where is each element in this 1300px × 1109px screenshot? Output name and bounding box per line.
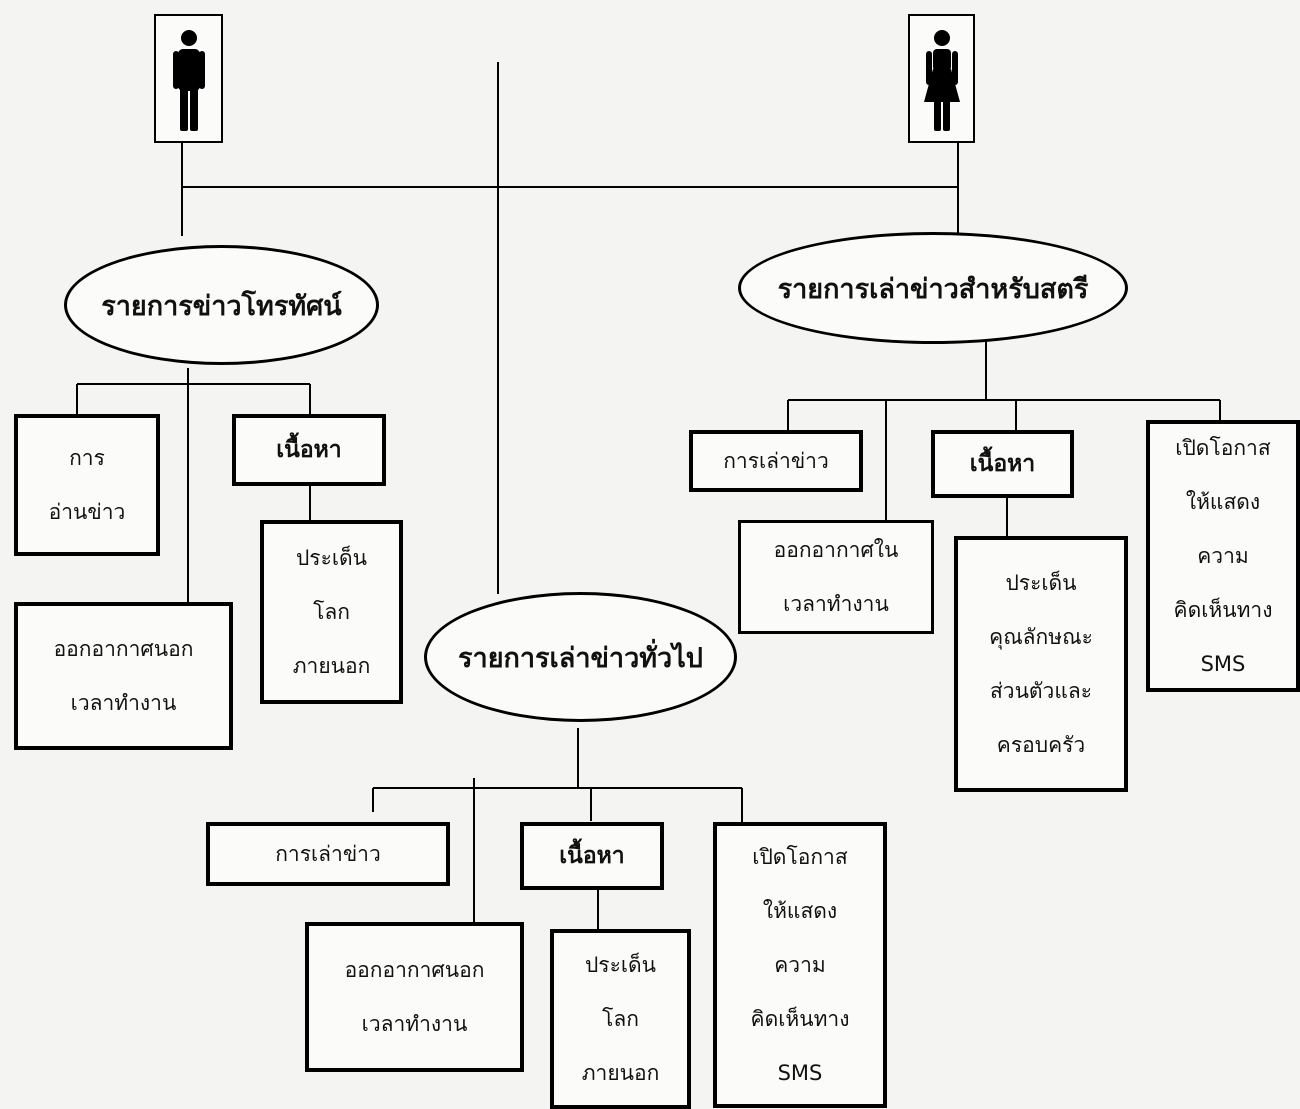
general-news-airtime-box: ออกอากาศนอก เวลาทำงาน <box>305 922 524 1072</box>
tv-news-airtime-line-2: เวลาทำงาน <box>70 691 177 715</box>
general-news-topics-line-2: โลก <box>602 1007 639 1031</box>
general-news-feedback-line-5: SMS <box>777 1061 823 1085</box>
women-news-content-box: เนื้อหา <box>931 430 1074 498</box>
general-news-content-label: เนื้อหา <box>559 843 625 869</box>
women-news-topics-line-2: คุณลักษณะ <box>989 625 1093 649</box>
tv-news-airtime-box: ออกอากาศนอก เวลาทำงาน <box>14 602 233 750</box>
women-news-airtime-line-1: ออกอากาศใน <box>773 538 899 562</box>
tv-news-content-label: เนื้อหา <box>276 437 342 463</box>
women-news-program-ellipse: รายการเล่าข่าวสำหรับสตรี <box>738 232 1128 344</box>
tv-news-presentation-box: การ อ่านข่าว <box>14 414 160 556</box>
women-news-program-title: รายการเล่าข่าวสำหรับสตรี <box>777 273 1089 305</box>
general-news-feedback-line-2: ให้แสดง <box>762 899 838 923</box>
man-icon <box>154 14 223 143</box>
tv-news-topics-line-3: ภายนอก <box>292 654 371 678</box>
women-news-topics-line-4: ครอบครัว <box>996 733 1086 757</box>
tv-news-program-title: รายการข่าวโทรทัศน์ <box>101 290 342 322</box>
general-news-feedback-line-4: คิดเห็นทาง <box>750 1007 850 1031</box>
women-news-topics-line-3: ส่วนตัวและ <box>989 679 1093 703</box>
tv-news-presentation-line-1: การ <box>69 446 105 470</box>
general-news-program-ellipse: รายการเล่าข่าวทั่วไป <box>424 592 737 722</box>
tv-news-content-box: เนื้อหา <box>232 414 386 486</box>
women-news-feedback-line-2: ให้แสดง <box>1185 490 1261 514</box>
women-news-airtime-line-2: เวลาทำงาน <box>783 592 889 616</box>
women-news-airtime-box: ออกอากาศใน เวลาทำงาน <box>738 520 934 634</box>
tv-news-topics-line-2: โลก <box>313 600 350 624</box>
tv-news-topics-line-1: ประเด็น <box>295 546 368 570</box>
general-news-topics-line-3: ภายนอก <box>581 1061 660 1085</box>
general-news-feedback-box: เปิดโอกาส ให้แสดง ความ คิดเห็นทาง SMS <box>713 822 887 1108</box>
general-news-topics-box: ประเด็น โลก ภายนอก <box>550 929 691 1109</box>
women-news-presentation-label: การเล่าข่าว <box>723 448 829 473</box>
general-news-program-title: รายการเล่าข่าวทั่วไป <box>458 642 703 674</box>
women-news-topics-line-1: ประเด็น <box>1005 571 1077 595</box>
tv-news-topics-box: ประเด็น โลก ภายนอก <box>260 520 403 704</box>
women-news-feedback-box: เปิดโอกาส ให้แสดง ความ คิดเห็นทาง SMS <box>1146 420 1300 692</box>
general-news-airtime-line-1: ออกอากาศนอก <box>344 958 485 982</box>
women-news-feedback-line-4: คิดเห็นทาง <box>1173 598 1273 622</box>
tv-news-program-ellipse: รายการข่าวโทรทัศน์ <box>64 245 379 365</box>
general-news-content-box: เนื้อหา <box>520 822 664 890</box>
general-news-feedback-line-3: ความ <box>774 953 826 977</box>
woman-icon <box>908 14 975 143</box>
general-news-topics-line-1: ประเด็น <box>584 953 657 977</box>
women-news-feedback-line-1: เปิดโอกาส <box>1175 436 1271 460</box>
tv-news-presentation-line-2: อ่านข่าว <box>48 500 126 524</box>
women-news-feedback-line-5: SMS <box>1200 652 1246 676</box>
women-news-feedback-line-3: ความ <box>1197 544 1249 568</box>
general-news-airtime-line-2: เวลาทำงาน <box>361 1012 468 1036</box>
general-news-presentation-box: การเล่าข่าว <box>206 822 450 886</box>
tv-news-airtime-line-1: ออกอากาศนอก <box>53 637 194 661</box>
general-news-presentation-label: การเล่าข่าว <box>275 841 381 866</box>
general-news-feedback-line-1: เปิดโอกาส <box>752 845 848 869</box>
women-news-topics-box: ประเด็น คุณลักษณะ ส่วนตัวและ ครอบครัว <box>954 536 1128 792</box>
women-news-content-label: เนื้อหา <box>969 451 1036 477</box>
women-news-presentation-box: การเล่าข่าว <box>689 430 863 492</box>
